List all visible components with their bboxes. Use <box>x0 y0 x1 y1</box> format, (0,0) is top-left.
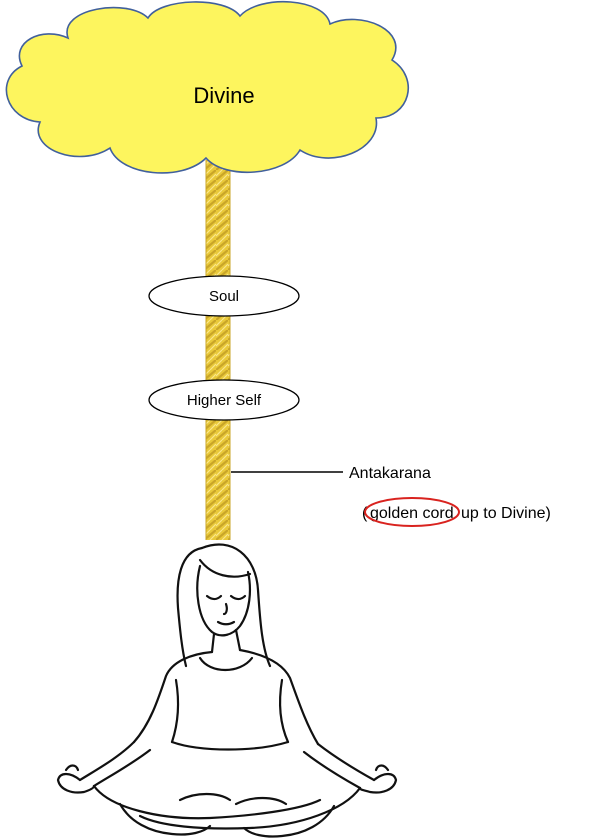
cloud-label: Divine <box>193 83 254 108</box>
meditating-person-icon <box>56 543 398 838</box>
up-to-divine-label: up to Divine) <box>461 505 551 522</box>
soul-oval: Soul <box>148 275 300 317</box>
highlight-circle <box>364 497 460 527</box>
golden-cord <box>205 160 231 540</box>
antakarana-label: Antakarana <box>349 465 431 482</box>
soul-label: Soul <box>209 288 239 305</box>
divine-cloud: Divine <box>5 0 409 174</box>
higher-self-label: Higher Self <box>187 392 262 409</box>
golden-cord-label: golden cord <box>370 505 454 522</box>
higher-self-oval: Higher Self <box>148 379 300 421</box>
